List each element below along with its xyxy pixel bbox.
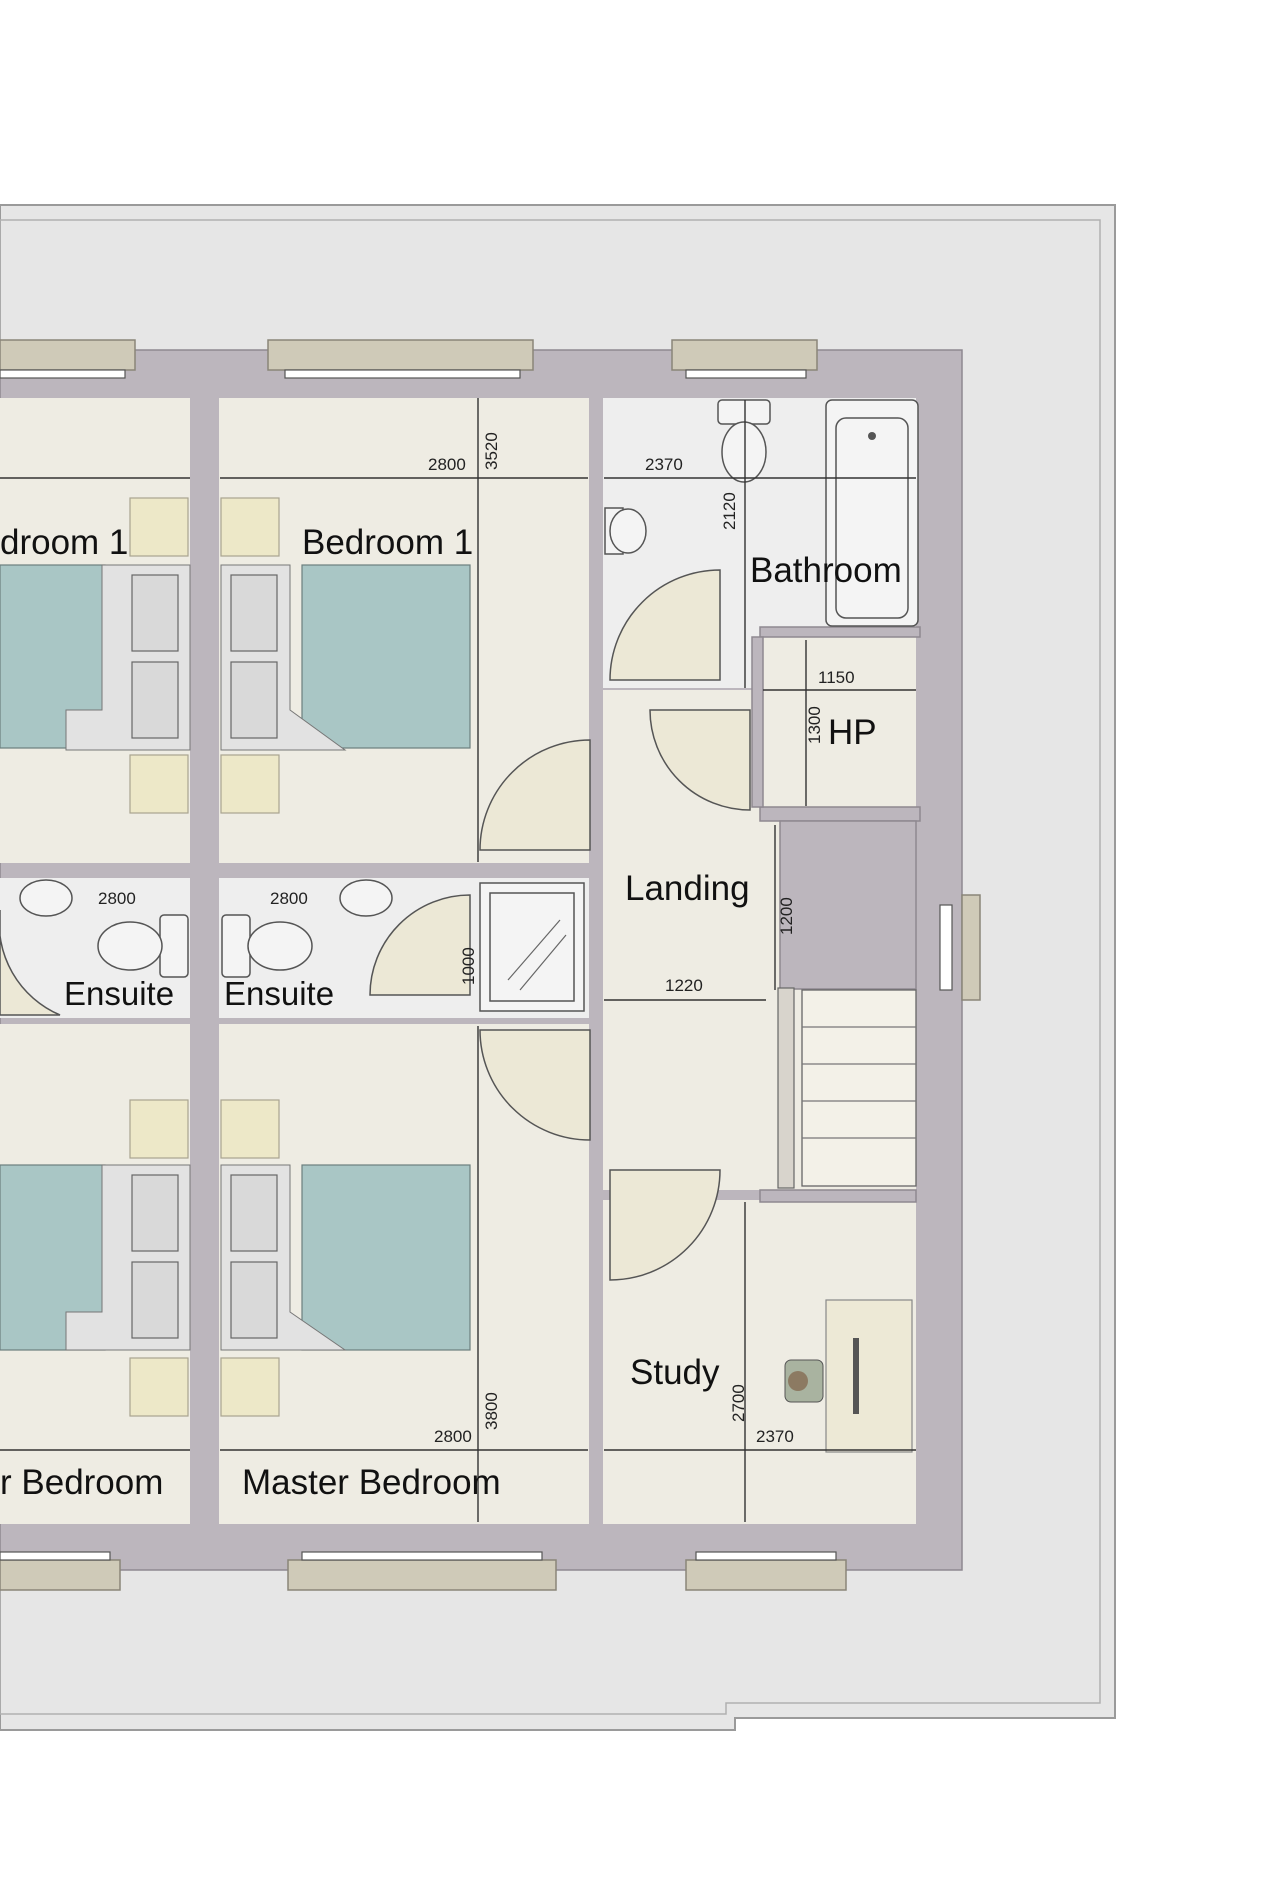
doors bbox=[0, 569, 751, 1281]
windows-bottom bbox=[0, 1551, 847, 1591]
dim-bed1-depth: 3520 bbox=[482, 432, 501, 470]
wall-hp-top bbox=[759, 626, 921, 638]
wall-study-top bbox=[759, 1189, 917, 1203]
dim-bath-depth: 2120 bbox=[720, 492, 739, 530]
site-boundary-inner bbox=[0, 219, 1101, 1715]
windows-top bbox=[0, 339, 818, 379]
dim-master-width: 2800 bbox=[434, 1427, 472, 1446]
label-bedroom1-left: droom 1 bbox=[0, 523, 128, 562]
dimension-lines bbox=[0, 398, 916, 1522]
bed-right-upper bbox=[220, 497, 471, 814]
basin-bathroom bbox=[604, 507, 647, 555]
label-ensuite-right: Ensuite bbox=[224, 975, 334, 1012]
dim-hp-width: 1150 bbox=[818, 668, 855, 687]
dim-bath-width: 2370 bbox=[645, 455, 683, 474]
label-bathroom: Bathroom bbox=[750, 551, 902, 590]
label-master-left: r Bedroom bbox=[0, 1463, 163, 1502]
shower bbox=[479, 882, 585, 1012]
stair-rail bbox=[777, 987, 795, 1189]
wall-hp-bottom bbox=[759, 806, 921, 822]
study-desk bbox=[784, 1299, 913, 1453]
dim-ensuite-right-width: 2800 bbox=[270, 889, 308, 908]
dim-landing-width: 1220 bbox=[665, 976, 703, 995]
dim-master-depth: 3800 bbox=[482, 1392, 501, 1430]
bed-right-lower bbox=[220, 1099, 471, 1417]
dim-study-depth: 2700 bbox=[729, 1384, 748, 1422]
dim-study-width: 2370 bbox=[756, 1427, 794, 1446]
label-landing: Landing bbox=[625, 869, 750, 908]
dim-landing-depth: 1200 bbox=[777, 897, 796, 935]
toilet-bathroom bbox=[717, 399, 771, 483]
label-hp: HP bbox=[828, 713, 877, 752]
dim-ensuite-depth: 1000 bbox=[459, 947, 478, 985]
bathtub bbox=[825, 399, 919, 627]
label-master: Master Bedroom bbox=[242, 1463, 501, 1502]
wall-stairs-top bbox=[779, 820, 917, 990]
stairs bbox=[801, 989, 917, 1187]
label-ensuite-left: Ensuite bbox=[64, 975, 174, 1012]
window-right bbox=[961, 894, 981, 1001]
ensuite-right-fittings bbox=[221, 879, 393, 978]
dim-bed1-width: 2800 bbox=[428, 455, 466, 474]
stair-treads bbox=[802, 1026, 916, 1139]
ensuite-left-fittings bbox=[19, 879, 189, 978]
bed-left-upper bbox=[0, 497, 191, 814]
wall-hp-side bbox=[751, 636, 764, 808]
dim-hp-depth: 1300 bbox=[805, 706, 824, 744]
bed-left-lower bbox=[0, 1099, 191, 1417]
dim-ensuite-left-width: 2800 bbox=[98, 889, 136, 908]
window-right-glass bbox=[939, 904, 953, 991]
label-study: Study bbox=[630, 1353, 720, 1392]
label-bedroom1: Bedroom 1 bbox=[302, 523, 473, 562]
